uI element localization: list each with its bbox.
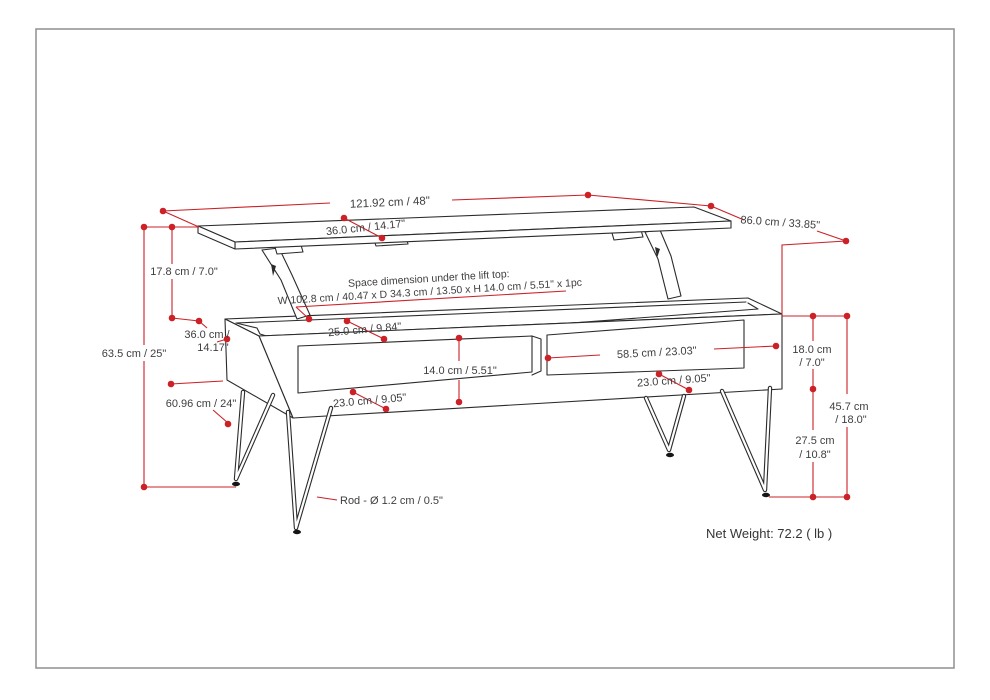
leg-rod-inner [644,394,686,452]
page-border [35,28,955,669]
dim-extension [162,210,200,228]
dim-dot [772,342,780,350]
dim-leader [295,290,567,319]
dim-dot [380,335,388,343]
dim-dot [455,398,463,406]
body-back-rim-inner [235,301,747,324]
dim-dot [195,317,203,325]
dim-opening-height-label-line2: / 7.0" [799,357,824,369]
dim-extension [781,240,847,315]
dim-dot [224,420,232,428]
dim-dot [382,405,390,413]
leg-rod-inner [720,386,772,492]
dim-right-shelf-width-label: 58.5 cm / 23.03" [617,345,697,361]
dim-leg-clearance-label-line1: 27.5 cm [795,435,834,447]
dim-dot [167,380,175,388]
dim-dot [685,386,693,394]
dim-dot [168,314,176,322]
net-weight-label: Net Weight: 72.2 ( lb ) [706,526,832,541]
dim-base-depth-label: 60.96 cm / 24" [166,398,237,410]
dim-dot [842,237,850,245]
leg-rod-inner [234,390,275,481]
right-shelf-opening [546,319,745,376]
dim-opening-height-label-line1: 18.0 cm [792,344,831,356]
dim-line [352,391,387,410]
dim-shelf-opening-height-label: 14.0 cm / 5.51" [423,365,497,377]
dim-dot [140,483,148,491]
dim-right-shelf-depth-label: 23.0 cm / 9.05" [637,372,711,389]
lift-arm-left-slot [271,264,276,276]
dim-dot [378,234,386,242]
dim-dot [809,493,817,501]
dim-dot [809,385,817,393]
lift-arm-left-body [261,247,311,320]
dim-dot [455,334,463,342]
hairpin-leg-back-left [232,389,276,487]
dim-dot [343,317,351,325]
dim-overall-depth-label: 86.0 cm / 33.85" [740,214,820,232]
dim-dot [140,223,148,231]
dim-line [658,373,690,391]
dim-dot [168,223,176,231]
leg-foot [232,481,240,487]
lift-arm-right [644,229,682,300]
dim-dot [584,191,592,199]
left-shelf-opening [297,335,533,394]
dim-body-height-label-line2: / 18.0" [835,414,867,426]
dim-dot [843,312,851,320]
dim-overall-height-label: 63.5 cm / 25" [102,348,167,360]
dim-dot [809,312,817,320]
dim-top-width-label: 121.92 cm / 48" [350,195,431,210]
table-body [224,297,783,419]
rod-diameter-label: Rod - Ø 1.2 cm / 0.5" [340,495,443,507]
dim-dot [544,354,552,362]
dim-dot [655,370,663,378]
hairpin-leg-front-left [285,405,334,535]
dim-dot [707,202,715,210]
dim-line [162,202,331,212]
lift-arm-right-slot [655,247,660,258]
dim-body-height-label-line1: 45.7 cm [829,401,868,413]
dim-line [587,194,712,207]
lift-arm-left [261,247,311,320]
leg-foot [762,492,770,498]
dim-dot [305,315,313,323]
dim-dot [223,335,231,343]
dim-line [710,205,745,221]
lift-top-left-end [197,225,236,250]
lift-top-panel [197,206,732,250]
lift-arm-right-body [644,229,682,300]
dimension-dots [140,191,851,501]
dim-notch-depth-label-line2: 14.17" [197,342,229,354]
dim-line [547,345,777,359]
dim-lift-clearance-label: 17.8 cm / 7.0" [150,266,218,278]
dim-line [451,194,589,201]
leg-foot [666,452,674,458]
dim-line [343,217,383,239]
dim-leg-clearance-label-line2: / 10.8" [799,449,831,461]
dim-dot [843,493,851,501]
leg-foot [293,529,301,535]
dim-leader [170,380,229,424]
center-divider-inner-face [531,335,542,376]
hairpin-leg-back-right [643,393,687,458]
dim-notch-depth-label-line1: 36.0 cm / [184,329,230,341]
dim-line [816,230,847,242]
dim-extension [171,317,200,322]
dimension-lines [143,194,848,501]
leg-rod [719,385,773,493]
leg-rod-inner [286,406,333,530]
body-left-face [224,318,294,419]
dim-dot [159,207,167,215]
dim-line [346,320,385,340]
dim-dot [349,388,357,396]
dim-leader [316,496,338,501]
hairpin-leg-front-right [719,385,773,498]
dim-dot [340,214,348,222]
